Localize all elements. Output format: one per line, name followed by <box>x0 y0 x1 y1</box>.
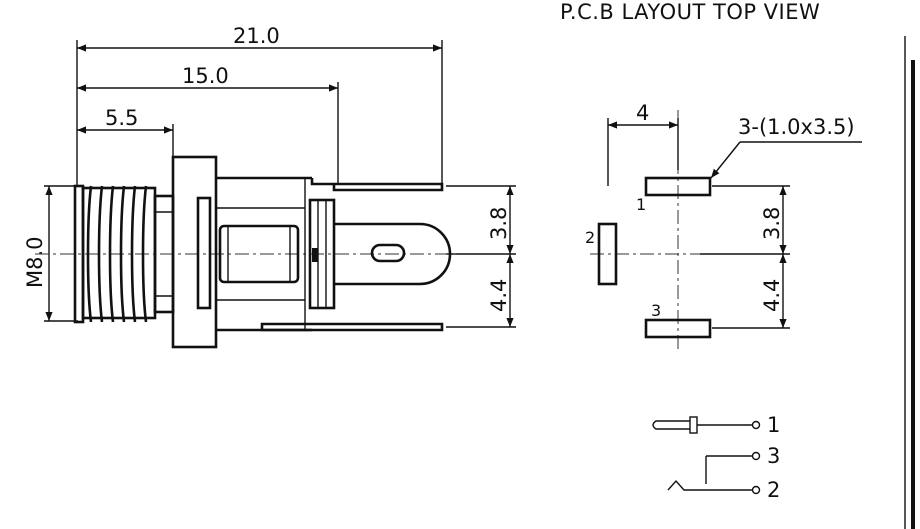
schematic-pin-3: 3 <box>767 444 780 468</box>
terminal-3 <box>751 451 761 461</box>
dim-mid-length: 15.0 <box>182 64 229 88</box>
drawing-title: P.C.B LAYOUT TOP VIEW <box>560 0 820 24</box>
pcb-pad-1 <box>644 176 712 197</box>
schematic-symbol: 1 3 2 <box>652 413 780 502</box>
thread-grooves <box>86 185 148 323</box>
pad-label-1: 1 <box>636 195 646 214</box>
dim-short-length: 5.5 <box>105 106 138 130</box>
terminal-2 <box>751 485 761 495</box>
pcb-dim-upper-pitch: 3.8 <box>760 207 784 240</box>
dim-pad-spacing: 4 <box>636 101 649 125</box>
pad-label-3: 3 <box>651 301 661 320</box>
schematic-pin-2: 2 <box>767 478 780 502</box>
pad-label-2: 2 <box>585 228 595 247</box>
dim-lower-pitch: 4.4 <box>487 279 511 312</box>
side-view-dimensions: 21.0 15.0 5.5 M8.0 3.8 4.4 <box>23 24 516 328</box>
dim-upper-pitch: 3.8 <box>487 207 511 240</box>
slot-size-callout: 3-(1.0x3.5) <box>738 115 855 139</box>
pcb-pad-2 <box>597 222 618 286</box>
pcb-layout-view: 4 3-(1.0x3.5) 1 2 3 3.8 4.4 <box>585 101 862 352</box>
sheet-border <box>904 36 915 529</box>
dim-overall-length: 21.0 <box>233 24 280 48</box>
pcb-pad-3 <box>644 318 712 339</box>
dim-thread-diameter: M8.0 <box>23 236 47 288</box>
pcb-dim-lower-pitch: 4.4 <box>760 279 784 312</box>
terminal-1 <box>751 420 761 430</box>
schematic-pin-1: 1 <box>767 413 780 437</box>
side-view-body <box>35 155 460 349</box>
